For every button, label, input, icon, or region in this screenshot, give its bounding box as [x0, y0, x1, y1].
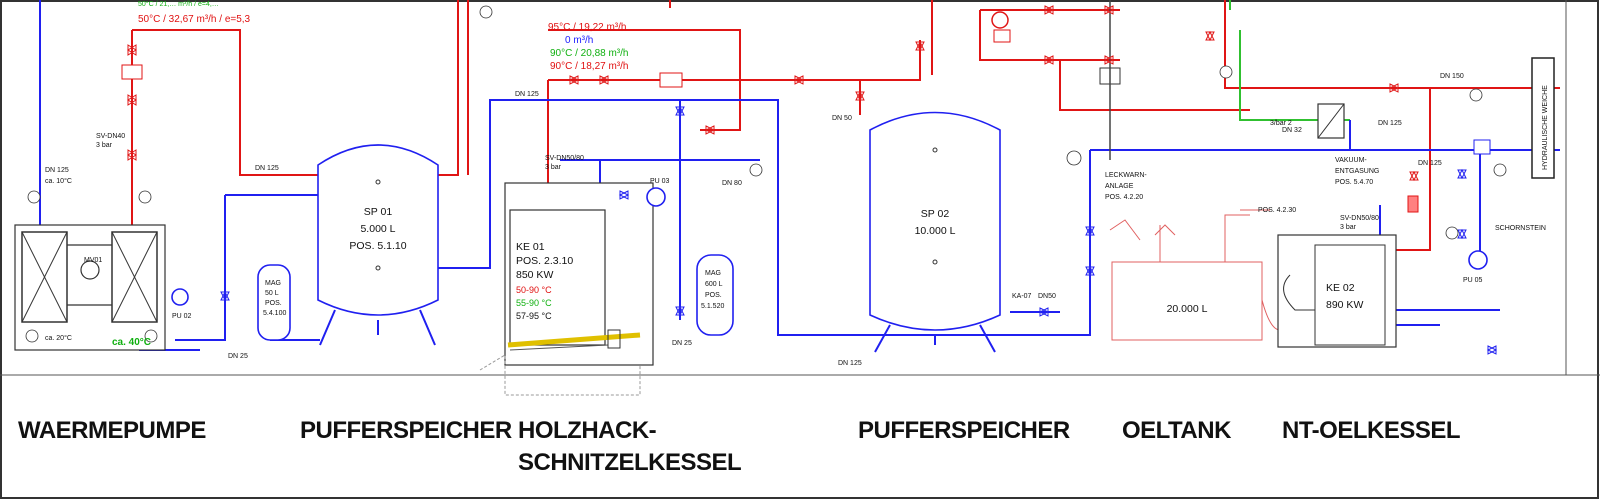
nt-oil-boiler [1277, 234, 1397, 348]
pipe-label-dn125-f: DN 125 [1418, 160, 1442, 167]
pipe-label-dn125-b: DN 125 [255, 165, 279, 172]
safety-valve-2-label: SV-DN50/80 [545, 155, 584, 162]
caption-waermepumpe: WAERMEPUMPE [18, 417, 206, 444]
pump-pu05 [1468, 250, 1488, 270]
meter-box-3 [1473, 139, 1491, 155]
heat-pump-unit [14, 224, 166, 351]
pipe-label-dn25-a: DN 25 [228, 353, 248, 360]
mag2-pos-number: 5.1.520 [701, 303, 724, 310]
caption-holzhack-line1: HOLZHACK- [518, 417, 657, 444]
safety-valve-2-pressure: 3 bar [545, 164, 562, 171]
pipe-label-dn25-b: DN 25 [672, 340, 692, 347]
ke01-temp-range-3: 57-95 °C [516, 311, 552, 321]
kessel-flow-label-3: 90°C / 20,88 m³/h [550, 48, 628, 59]
buffer-tank-sp02 [869, 111, 1001, 353]
pump-pu03-label: PU 03 [650, 178, 670, 185]
kessel-flow-label-4: 90°C / 18,27 m³/h [550, 61, 628, 72]
expansion-vessel-1 [257, 264, 291, 341]
ke01-power: 850 KW [516, 269, 553, 281]
chimney-label: SCHORNSTEIN [1495, 225, 1546, 232]
vacuum-label-2: ENTGASUNG [1335, 168, 1379, 175]
wood-chip-boiler [479, 182, 654, 396]
pipe-label-dn125-c: DN 125 [515, 91, 539, 98]
pipe-label-dn50: DN 50 [832, 115, 852, 122]
caption-nt-oelkessel: NT-OELKESSEL [1282, 417, 1460, 444]
instrument-tags [25, 5, 1507, 343]
check-valve-ka07-label: KA-07 [1012, 293, 1032, 300]
safety-valve-1-label: SV-DN40 [96, 133, 125, 140]
hp-flow-label-2: 50°C / 32,67 m³/h / e=5,3 [138, 14, 251, 25]
hp-flow-label-1: 50°C / 21,… m³/h / e=4,… [138, 0, 219, 8]
mag1-pos: POS. [265, 300, 282, 307]
pipe-label-dn125-d: DN 125 [838, 360, 862, 367]
pipe-label-dn125-a: DN 125 [45, 167, 69, 174]
pipe-label-dn50b: DN50 [1038, 293, 1056, 300]
temp-label-ca40: ca. 40°C [112, 337, 151, 348]
safety-valve-3-label: SV-DN50/80 [1340, 215, 1379, 222]
sp01-name: SP 01 [364, 206, 393, 218]
hydraulic-separator [1531, 57, 1555, 179]
pump-pu02-label: PU 02 [172, 313, 192, 320]
mag2-pos: POS. [705, 292, 722, 299]
hydraulic-separator-label: HYDRAULISCHE WEICHE [1542, 85, 1549, 170]
pressure-label: 3/bar 2 [1270, 120, 1292, 127]
expansion-vessel-2 [696, 254, 734, 336]
leak-warning-label-3: POS. 4.2.20 [1105, 194, 1143, 201]
ke02-power: 890 KW [1326, 299, 1363, 311]
mag2-label: MAG [705, 270, 721, 277]
meter-box-2 [659, 72, 683, 88]
vacuum-degassing [1317, 103, 1345, 139]
pump-pu02 [171, 288, 189, 306]
caption-pufferspeicher-1: PUFFERSPEICHER [300, 417, 512, 444]
pipe-label-dn150: DN 150 [1440, 73, 1464, 80]
leak-warning-label-2: ANLAGE [1105, 183, 1134, 190]
pipe-label-dn32: DN 32 [1282, 127, 1302, 134]
caption-oeltank: OELTANK [1122, 417, 1232, 444]
ke01-temp-range-1: 50-90 °C [516, 285, 552, 295]
mag1-label: MAG [265, 280, 281, 287]
sp01-volume: 5.000 L [360, 223, 395, 235]
pipe-label-dn125-e: DN 125 [1378, 120, 1402, 127]
pump-red [991, 11, 1009, 29]
kessel-flow-label-2: 0 m³/h [565, 35, 593, 46]
vacuum-label-1: VAKUUM- [1335, 157, 1367, 164]
sp02-volume: 10.000 L [915, 225, 956, 237]
sp02-name: SP 02 [921, 208, 950, 220]
oil-tank-volume: 20.000 L [1167, 303, 1208, 315]
oil-pos-label: POS. 4.2.30 [1258, 207, 1296, 214]
ke01-pos: POS. 2.3.10 [516, 255, 573, 267]
buffer-tank-sp01 [317, 144, 439, 346]
green-pipe [1229, 0, 1350, 121]
sp01-pos: POS. 5.1.10 [349, 240, 406, 252]
temp-label-ca10: ca. 10°C [45, 177, 72, 185]
mag1-volume: 50 L [265, 290, 279, 297]
fu-box [993, 29, 1011, 43]
mag1-pos-number: 5.4.100 [263, 310, 286, 317]
ke02-name: KE 02 [1326, 282, 1355, 294]
meter-box-1 [121, 64, 143, 80]
kessel-flow-label-1: 95°C / 19,22 m³/h [548, 22, 626, 33]
caption-pufferspeicher-2: PUFFERSPEICHER [858, 417, 1070, 444]
temp-label-ca20: ca. 20°C [45, 334, 72, 342]
pump-pu05-label: PU 05 [1463, 277, 1483, 284]
safety-valve-3-pressure: 3 bar [1340, 224, 1357, 231]
vacuum-label-3: POS. 5.4.70 [1335, 179, 1373, 186]
safety-valve-1-pressure: 3 bar [96, 142, 113, 149]
ke01-temp-range-2: 55-90 °C [516, 298, 552, 308]
valves [127, 5, 1498, 355]
ke01-name: KE 01 [516, 241, 545, 253]
leak-warning-label-1: LECKWARN- [1105, 172, 1147, 179]
pump-pu03 [646, 187, 666, 207]
caption-holzhack-line2: SCHNITZELKESSEL [518, 449, 741, 476]
oil-tank [1109, 209, 1281, 341]
mag2-volume: 600 L [705, 281, 723, 288]
pipe-label-dn80: DN 80 [722, 180, 742, 187]
mixer-mv01-label: MV01 [84, 257, 102, 264]
